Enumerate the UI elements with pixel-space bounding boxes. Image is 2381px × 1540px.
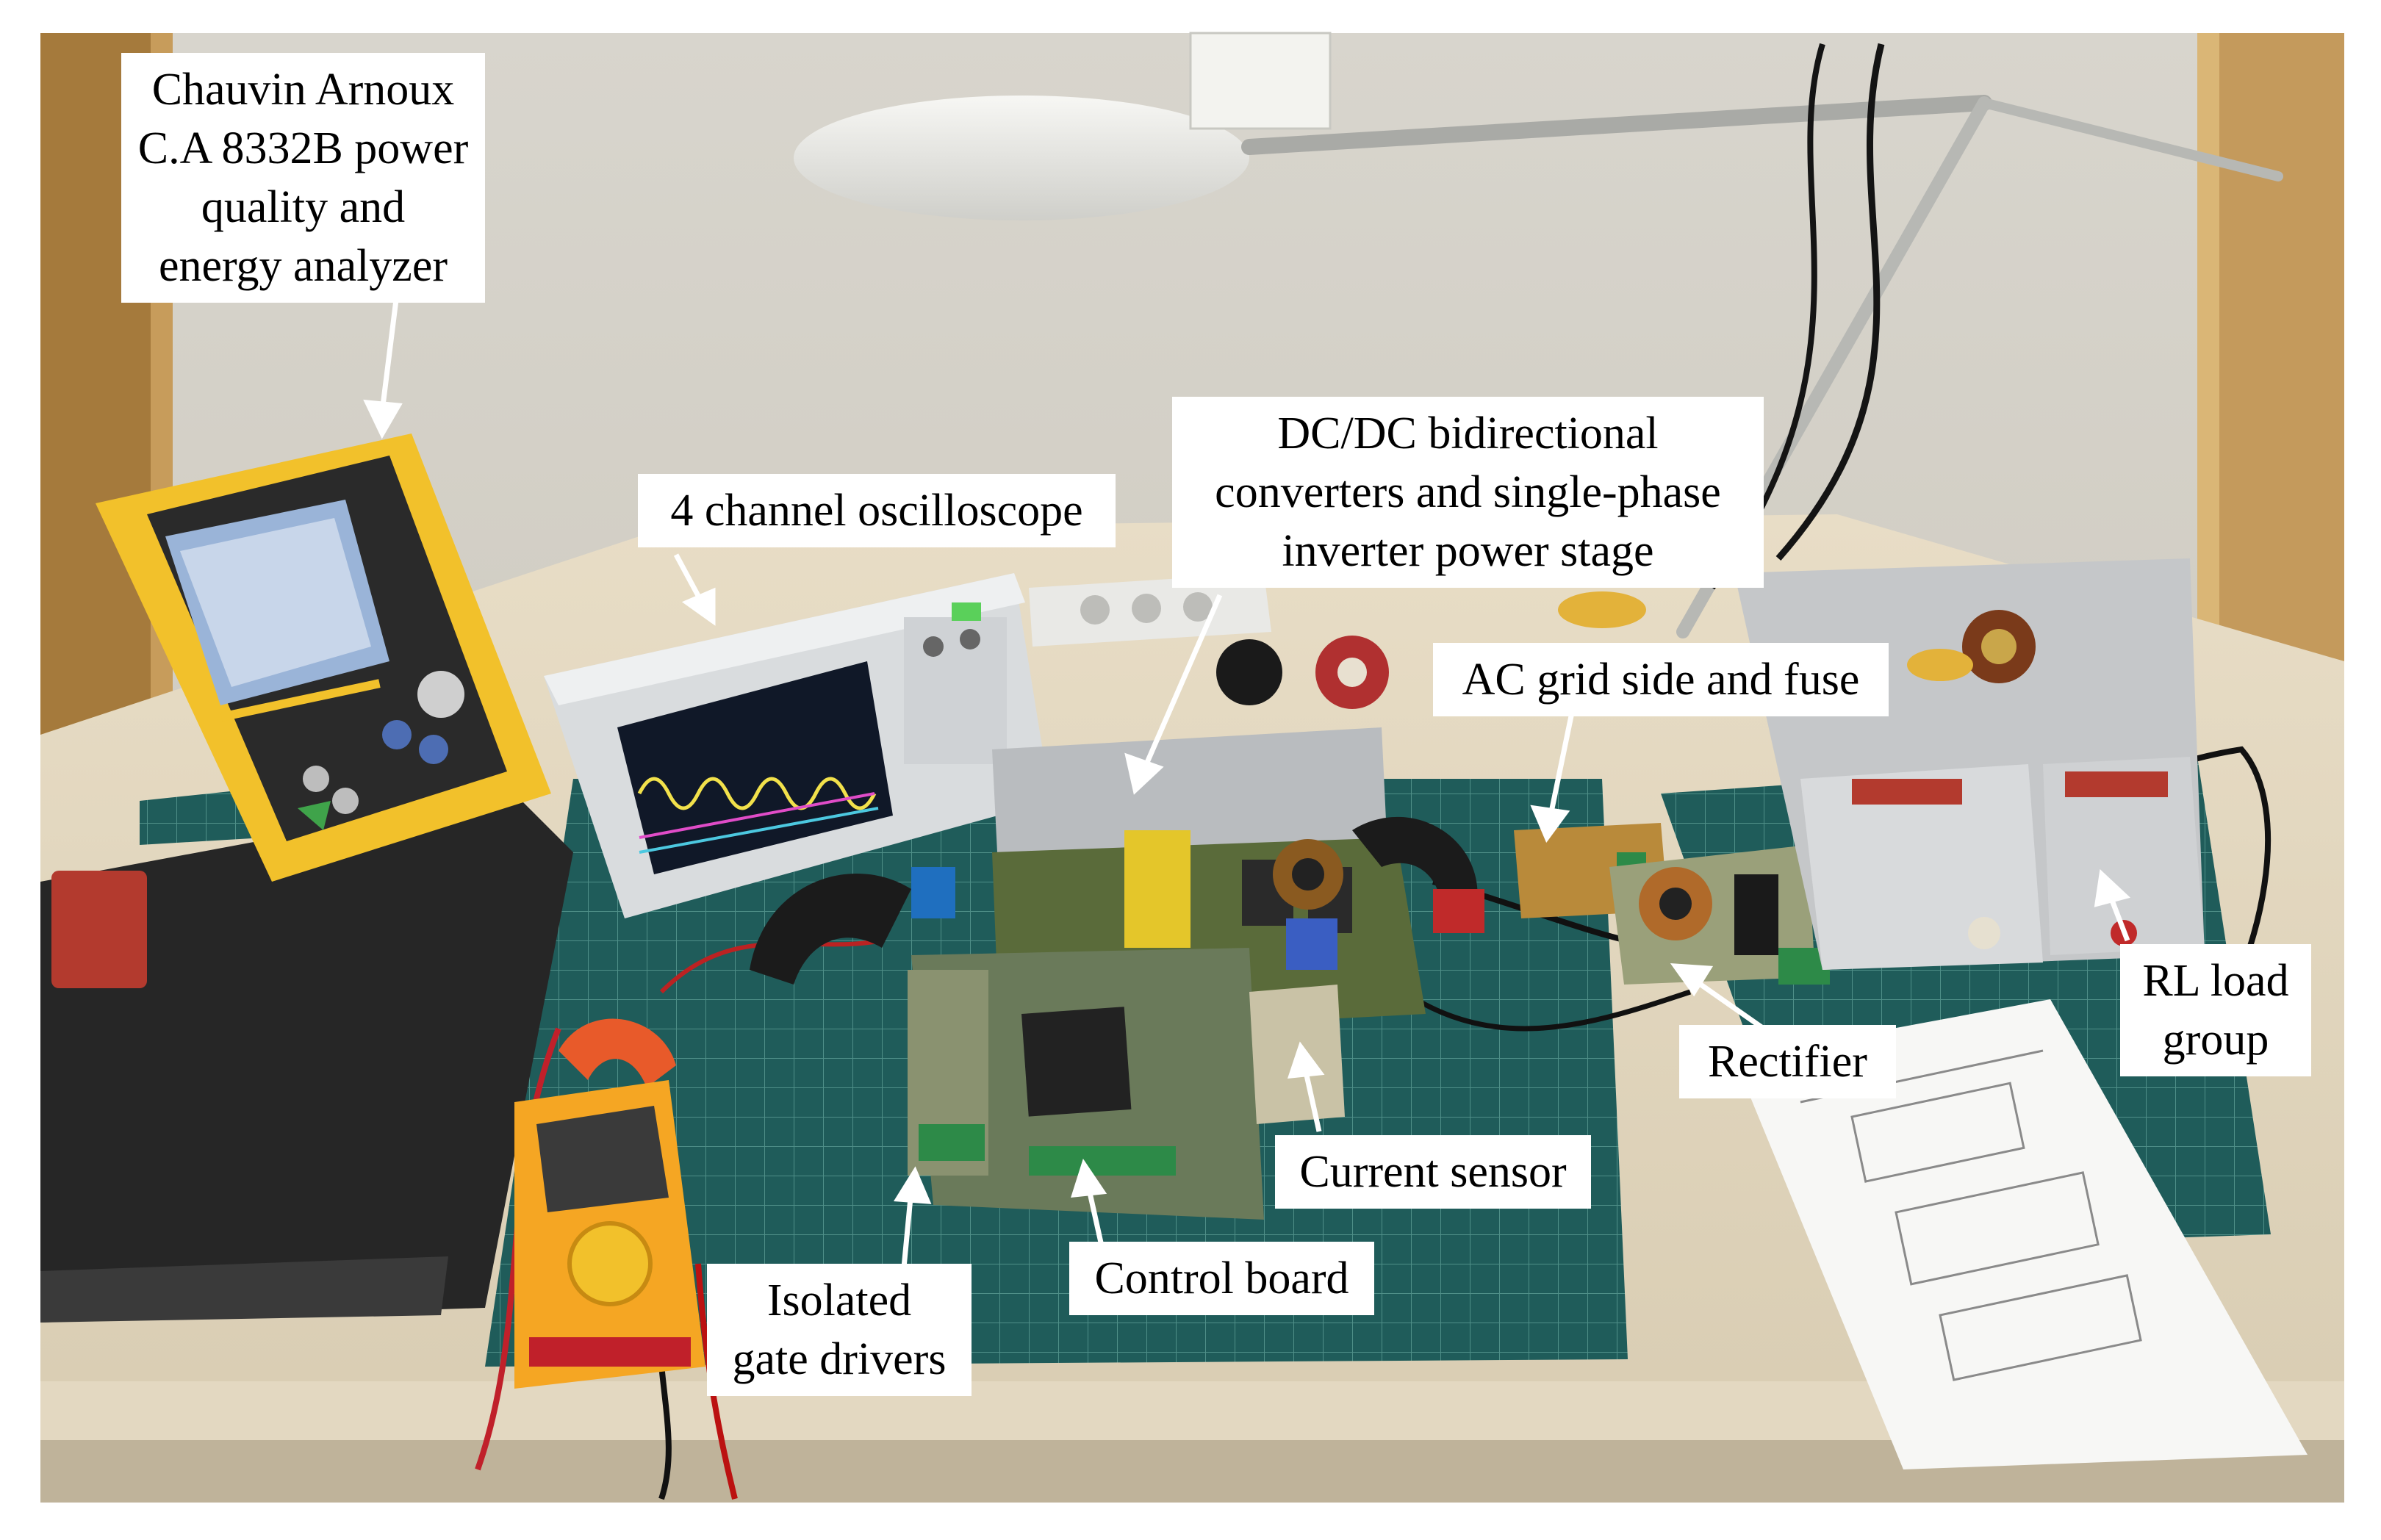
label-rectifier-text: Rectifier — [1708, 1037, 1867, 1087]
rectifier-board — [1609, 845, 1830, 985]
label-current-sensor-text: Current sensor — [1299, 1147, 1567, 1197]
label-gate-drivers: Isolated gate drivers — [707, 1264, 972, 1396]
label-converters-line-2: converters and single-phase — [1215, 467, 1721, 517]
label-converters: DC/DC bidirectional converters and singl… — [1172, 397, 1764, 588]
label-rl-load-line-1: RL load — [2142, 956, 2289, 1006]
label-rl-load: RL load group — [2120, 944, 2311, 1076]
current-probe — [750, 873, 911, 985]
label-control-board-text: Control board — [1094, 1253, 1349, 1303]
label-control-board: Control board — [1069, 1242, 1374, 1315]
schematic-paper — [1734, 999, 2308, 1469]
label-current-sensor: Current sensor — [1275, 1135, 1591, 1209]
label-analyzer: Chauvin Arnoux C.A 8332B power quality a… — [121, 53, 485, 303]
desk-lamp — [794, 96, 1249, 220]
label-oscilloscope: 4 channel oscilloscope — [638, 474, 1116, 547]
label-gate-drivers-line-2: gate drivers — [732, 1334, 947, 1384]
label-rectifier: Rectifier — [1679, 1025, 1896, 1098]
label-converters-line-1: DC/DC bidirectional — [1277, 409, 1659, 458]
label-ac-grid: AC grid side and fuse — [1433, 643, 1889, 716]
power-quality-analyzer — [96, 433, 551, 882]
clamp-multimeter — [514, 1018, 705, 1389]
label-ac-grid-text: AC grid side and fuse — [1462, 655, 1860, 705]
label-converters-line-3: inverter power stage — [1282, 526, 1654, 576]
label-analyzer-line-3: quality and — [201, 182, 406, 232]
label-gate-drivers-line-1: Isolated — [766, 1275, 912, 1325]
label-rl-load-line-2: group — [2162, 1015, 2269, 1065]
label-analyzer-line-1: Chauvin Arnoux — [151, 65, 455, 115]
dc-power-supply — [40, 794, 573, 1323]
label-analyzer-line-4: energy analyzer — [158, 241, 448, 291]
callout-arrows — [363, 293, 2131, 1268]
label-analyzer-line-2: C.A 8332B power — [137, 123, 469, 173]
oscilloscope — [544, 573, 1051, 918]
label-oscilloscope-text: 4 channel oscilloscope — [670, 486, 1083, 536]
